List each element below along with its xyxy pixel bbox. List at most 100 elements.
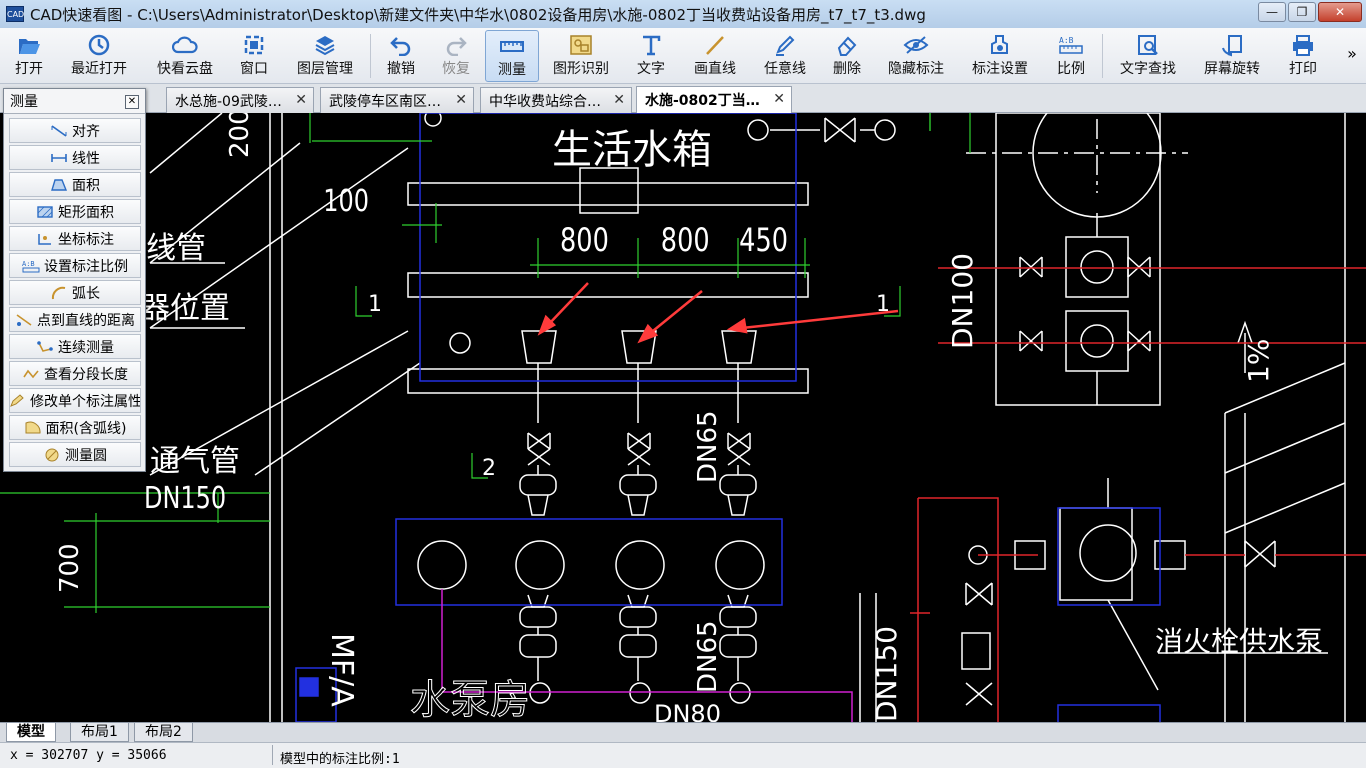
- label-position: 器位置: [140, 291, 230, 326]
- layers-icon: [312, 32, 338, 58]
- label-dn65-lower: DN65: [693, 620, 723, 693]
- hide-annotation-button[interactable]: 隐藏标注: [882, 30, 950, 82]
- text-search-button[interactable]: 文字查找: [1114, 30, 1182, 82]
- label-dn100: DN100: [946, 253, 979, 349]
- measure-arc-area-button[interactable]: 面积(含弧线): [9, 415, 141, 440]
- tab-close-icon[interactable]: ✕: [613, 92, 625, 108]
- label-section-1-right: 1: [876, 292, 890, 317]
- layout-tab-bar: 模型 布局1 布局2: [0, 722, 1366, 742]
- recent-open-button[interactable]: 最近打开: [64, 30, 134, 82]
- layout-tab-2[interactable]: 布局2: [134, 723, 193, 742]
- coordinate-readout: x = 302707 y = 35066: [10, 748, 167, 763]
- layout-tab-model[interactable]: 模型: [6, 723, 56, 742]
- annotation-settings-icon: [987, 32, 1013, 58]
- annotation-settings-button[interactable]: 标注设置: [966, 30, 1034, 82]
- tab-close-icon[interactable]: ✕: [455, 92, 467, 108]
- linear-measure-icon: [50, 151, 68, 165]
- layer-manager-button[interactable]: 图层管理: [290, 30, 360, 82]
- doc-tab-1[interactable]: 水总施-09武陵… ✕: [166, 87, 314, 113]
- measure-continuous-button[interactable]: 连续测量: [9, 334, 141, 359]
- close-button[interactable]: ✕: [1318, 2, 1362, 22]
- text-search-icon: [1135, 32, 1161, 58]
- doc-tab-2[interactable]: 武陵停车区南区… ✕: [320, 87, 474, 113]
- print-button[interactable]: 打印: [1282, 30, 1324, 82]
- rotate-icon: [1219, 32, 1245, 58]
- label-dn150: DN150: [144, 481, 226, 515]
- tab-close-icon[interactable]: ✕: [295, 92, 307, 108]
- printer-icon: [1290, 32, 1316, 58]
- undo-button[interactable]: 撤销: [380, 30, 422, 82]
- maximize-button[interactable]: ❐: [1288, 2, 1316, 22]
- label-pipe-line: 线管: [146, 231, 206, 266]
- layout-tab-1[interactable]: 布局1: [70, 723, 129, 742]
- svg-text:A:B: A:B: [1059, 36, 1074, 45]
- label-section-2: 2: [482, 456, 496, 481]
- measure-panel-title: 测量: [10, 94, 38, 110]
- cad-drawing: 生活水箱 100 800 800 450 线管 器位置 通气管 DN150 1 …: [0, 113, 1366, 722]
- measure-button[interactable]: 测量: [485, 30, 539, 82]
- screen-rotate-button[interactable]: 屏幕旋转: [1198, 30, 1266, 82]
- window-title: CAD快速看图 - C:\Users\Administrator\Desktop…: [30, 5, 926, 24]
- svg-text:A:B: A:B: [22, 260, 35, 268]
- undo-icon: [388, 32, 414, 58]
- redo-button[interactable]: 恢复: [435, 30, 477, 82]
- text-icon: [638, 32, 664, 58]
- arc-area-icon: [24, 421, 42, 435]
- toolbar-overflow-button[interactable]: »: [1347, 44, 1357, 63]
- title-bar: CAD CAD快速看图 - C:\Users\Administrator\Des…: [0, 0, 1366, 28]
- label-dim-800b: 800: [661, 221, 710, 259]
- line-icon: [702, 32, 728, 58]
- open-button[interactable]: 打开: [6, 30, 52, 82]
- point-line-distance-icon: [15, 313, 33, 327]
- measure-segment-length-button[interactable]: 查看分段长度: [9, 361, 141, 386]
- doc-tab-3[interactable]: 中华收费站综合… ✕: [480, 87, 632, 113]
- tab-close-icon[interactable]: ✕: [773, 91, 785, 107]
- delete-button[interactable]: 删除: [826, 30, 868, 82]
- label-section-1-left: 1: [368, 292, 382, 317]
- label-dn80: DN80: [654, 700, 721, 722]
- pen-icon: [772, 32, 798, 58]
- measure-point-line-button[interactable]: 点到直线的距离: [9, 307, 141, 332]
- scale-setting-icon: A:B: [22, 259, 40, 273]
- text-button[interactable]: 文字: [630, 30, 672, 82]
- folder-open-icon: [16, 32, 42, 58]
- freehand-line-button[interactable]: 任意线: [758, 30, 812, 82]
- rect-area-icon: [36, 205, 54, 219]
- minimize-button[interactable]: —: [1258, 2, 1286, 22]
- cloud-disk-button[interactable]: 快看云盘: [150, 30, 220, 82]
- measure-edit-annotation-button[interactable]: 修改单个标注属性: [9, 388, 141, 413]
- measure-area-button[interactable]: 面积: [9, 172, 141, 197]
- shape-recognize-button[interactable]: 图形识别: [548, 30, 614, 82]
- window-button[interactable]: 窗口: [234, 30, 274, 82]
- measure-arc-length-button[interactable]: 弧长: [9, 280, 141, 305]
- doc-tab-active[interactable]: 水施-0802丁当… ✕: [636, 86, 792, 113]
- align-measure-icon: [50, 124, 68, 138]
- redo-icon: [443, 32, 469, 58]
- status-bar: x = 302707 y = 35066 模型中的标注比例:1: [0, 742, 1366, 768]
- eraser-icon: [834, 32, 860, 58]
- measure-rect-area-button[interactable]: 矩形面积: [9, 199, 141, 224]
- measure-align-button[interactable]: 对齐: [9, 118, 141, 143]
- shape-recognize-icon: [568, 32, 594, 58]
- scale-icon: A:B: [1058, 32, 1084, 58]
- panel-close-button[interactable]: ✕: [125, 95, 139, 109]
- drawing-canvas[interactable]: 生活水箱 100 800 800 450 线管 器位置 通气管 DN150 1 …: [0, 113, 1366, 722]
- label-fire-pump: 消火栓供水泵: [1155, 625, 1323, 658]
- label-vent-pipe: 通气管: [150, 444, 240, 479]
- area-icon: [50, 178, 68, 192]
- measure-scale-setting-button[interactable]: A:B 设置标注比例: [9, 253, 141, 278]
- measure-circle-button[interactable]: 测量圆: [9, 442, 141, 467]
- measure-coordinate-button[interactable]: 坐标标注: [9, 226, 141, 251]
- app-logo-icon: CAD: [6, 6, 24, 22]
- measure-panel-header: 测量 ✕: [4, 89, 145, 114]
- measure-linear-button[interactable]: 线性: [9, 145, 141, 170]
- arc-length-icon: [50, 286, 68, 300]
- window-icon: [241, 32, 267, 58]
- label-dn65-upper: DN65: [693, 410, 723, 483]
- draw-line-button[interactable]: 画直线: [688, 30, 742, 82]
- scale-button[interactable]: A:B 比例: [1050, 30, 1092, 82]
- main-toolbar: 打开 最近打开 快看云盘 窗口 图层管理 撤销 恢复 测量 图形识别 文字 画直…: [0, 28, 1366, 84]
- toolbar-separator: [1102, 34, 1103, 78]
- status-separator: [272, 745, 273, 765]
- continuous-measure-icon: [36, 340, 54, 354]
